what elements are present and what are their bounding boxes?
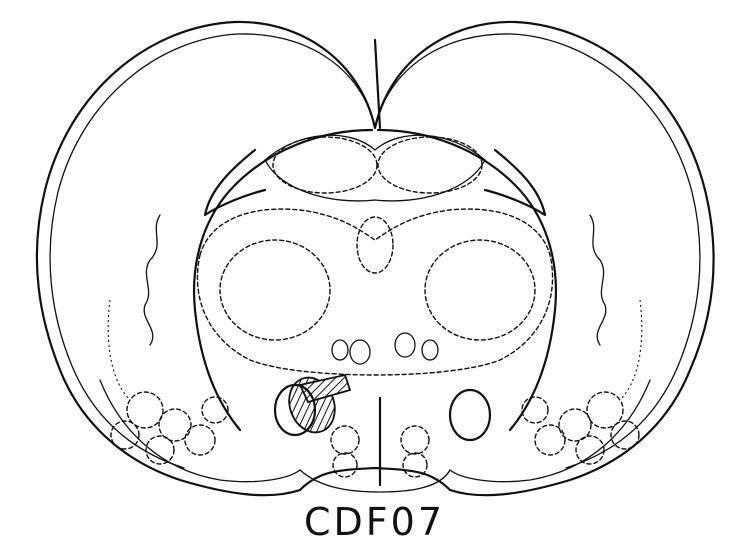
ventral-outline-right (450, 380, 650, 482)
ventral-outline (100, 380, 300, 482)
nucleus-small-4 (422, 340, 438, 360)
nucleus-center (357, 217, 393, 273)
nucleus-right-large (425, 240, 535, 340)
cortex-wavy-left (144, 215, 160, 345)
nucleus-left-large (220, 240, 330, 340)
brainstem-outline (300, 470, 450, 492)
thalamus-outline (197, 209, 552, 375)
cortex-layer-right (620, 300, 642, 400)
section-label: CDF07 (0, 500, 749, 544)
callosum-right (378, 137, 482, 193)
ventricle-right (485, 150, 545, 215)
cortex-layer-left (108, 300, 130, 400)
ventricle-left (205, 150, 265, 215)
brain-outline (37, 22, 714, 495)
nucleus-small-1 (332, 340, 348, 360)
nucleus-lower-right (450, 390, 490, 440)
cortex-wavy-right (590, 215, 606, 345)
brain-outline-inner-right (375, 34, 700, 468)
cortex-boundary-right (378, 130, 556, 430)
nucleus-small-3 (395, 333, 415, 357)
nucleus-small-2 (350, 340, 370, 364)
